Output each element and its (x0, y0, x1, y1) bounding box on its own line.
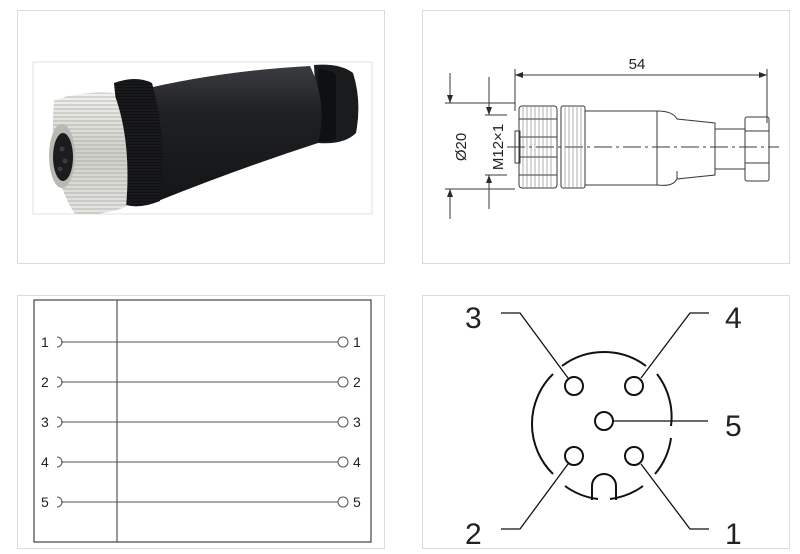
right-pin-label-3: 3 (353, 414, 361, 430)
right-pin-label-2: 2 (353, 374, 361, 390)
left-pin-label-2: 2 (41, 374, 49, 390)
dimension-drawing-panel: 54 Ø20 M12×1 (422, 10, 790, 264)
pinout-label-2: 2 (465, 518, 482, 550)
diameter-dimension-label: Ø20 (453, 133, 470, 161)
pinout-label-1: 1 (725, 518, 742, 550)
dimension-drawing: 54 Ø20 M12×1 (445, 56, 779, 219)
pin-3-hole-icon (564, 376, 584, 396)
right-pin-label-5: 5 (353, 494, 361, 510)
pin-1-hole-icon (624, 446, 644, 466)
connector-photo (32, 61, 373, 215)
right-pin-label-1: 1 (353, 334, 361, 350)
wiring-diagram-panel: 1 2 3 4 5 1 2 3 4 5 (17, 295, 385, 549)
pin-4-hole-icon (624, 376, 644, 396)
pinout-label-3: 3 (465, 302, 482, 335)
pin-5-hole-icon (594, 411, 614, 431)
pinout-panel: 3 4 5 2 1 (422, 295, 790, 550)
wiring-diagram: 1 2 3 4 5 1 2 3 4 5 (33, 299, 372, 543)
left-pin-label-3: 3 (41, 414, 49, 430)
length-dimension-label: 54 (629, 56, 646, 73)
pin-2-hole-icon (564, 446, 584, 466)
right-pin-label-4: 4 (353, 454, 361, 470)
pinout-label-4: 4 (725, 302, 742, 335)
pinout-diagram: 3 4 5 2 1 (465, 302, 742, 550)
thread-dimension-label: M12×1 (490, 124, 507, 170)
pinout-label-5: 5 (725, 410, 742, 443)
left-pin-label-4: 4 (41, 454, 49, 470)
left-pin-label-5: 5 (41, 494, 49, 510)
connector-photo-panel (17, 10, 385, 264)
left-pin-label-1: 1 (41, 334, 49, 350)
